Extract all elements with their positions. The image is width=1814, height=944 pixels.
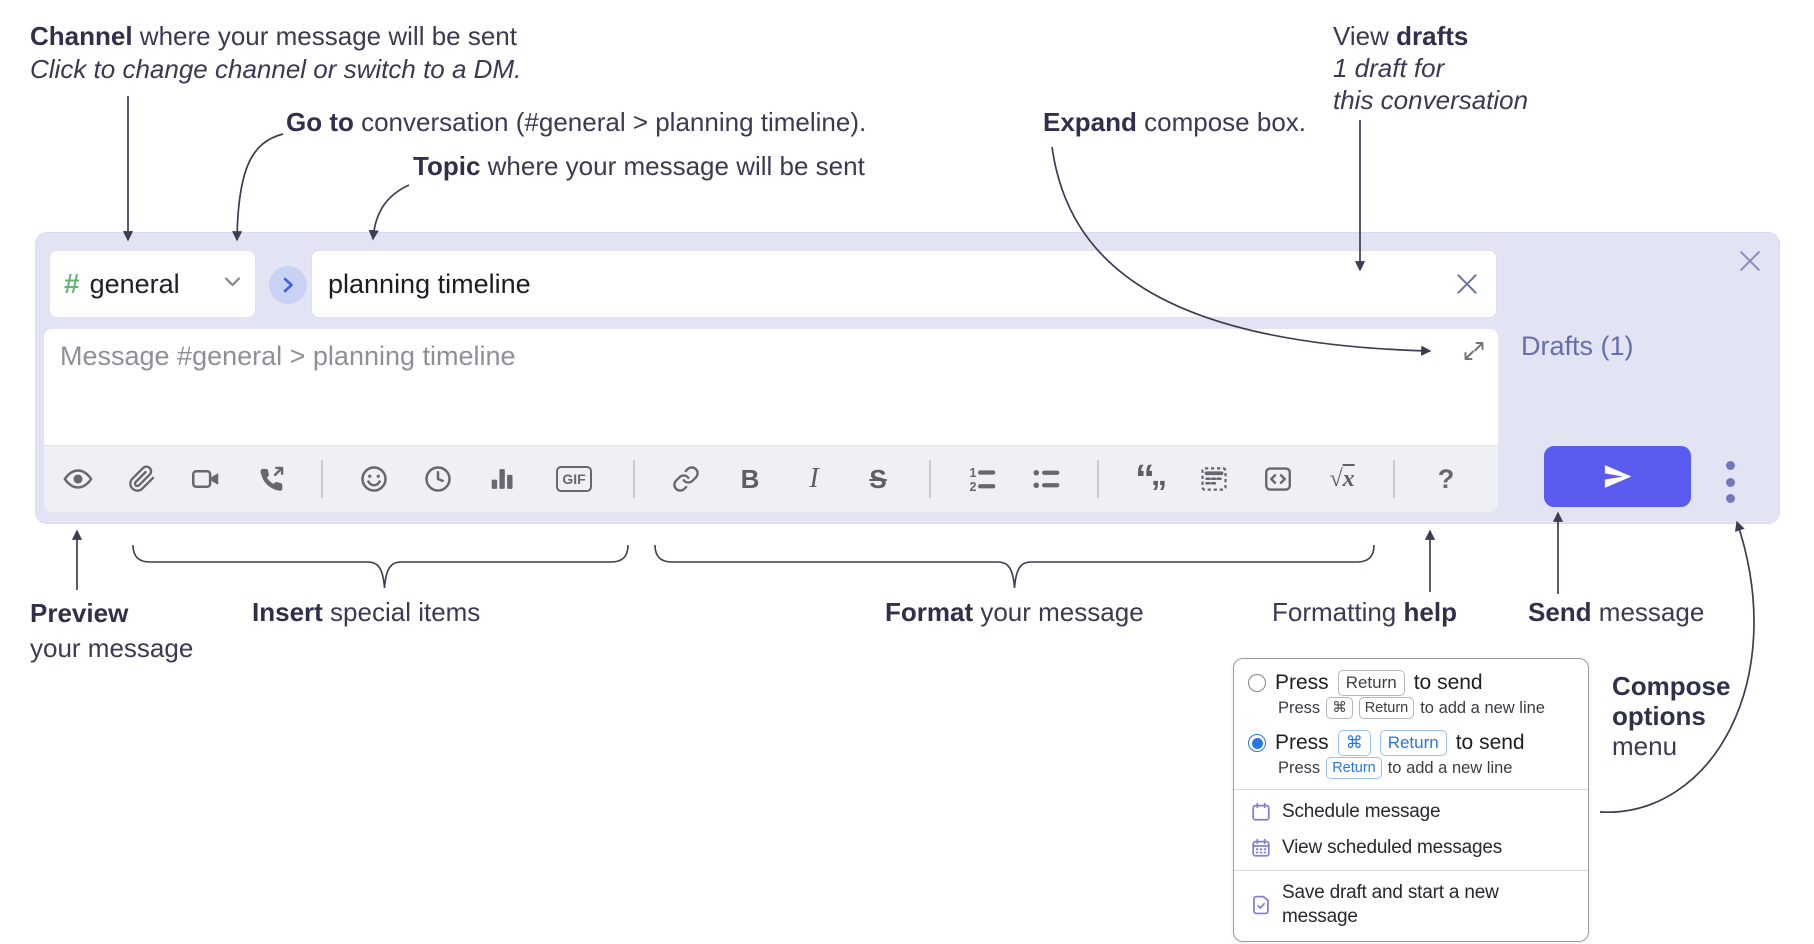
compose-options-popup: Press Return to send Press ⌘ Return to a…: [1233, 658, 1589, 942]
radio-unselected[interactable]: [1248, 674, 1266, 692]
popup-divider: [1234, 789, 1588, 790]
calendar-icon: [1252, 802, 1270, 821]
format-annotation: Format your message: [885, 597, 1144, 627]
dot: [1725, 461, 1735, 470]
save-draft-item[interactable]: Save draft and start a new message: [1234, 875, 1588, 935]
strikethrough-icon[interactable]: S: [869, 463, 887, 494]
expand-compose-button[interactable]: [1462, 339, 1486, 363]
quote-close: „: [1151, 456, 1167, 492]
toolbar-divider: [1097, 460, 1099, 498]
channel-annotation: Channel where your message will be sent …: [30, 21, 522, 84]
time-icon[interactable]: [423, 464, 453, 494]
close-compose-button[interactable]: [1735, 246, 1765, 276]
popup-divider: [1234, 870, 1588, 871]
channel-hash-icon: #: [64, 268, 80, 299]
compose-options-annotation: Compose options menu: [1612, 671, 1731, 761]
close-icon: [1457, 274, 1477, 294]
insert-annotation: Insert special items: [252, 597, 481, 627]
voice-call-icon[interactable]: [255, 464, 285, 494]
cmd-enter-sends-option-sub: Press Return to add a new line: [1278, 757, 1513, 779]
cmd-enter-sends-option[interactable]: Press ⌘ Return to send: [1234, 725, 1588, 757]
chevron-right-icon: [283, 277, 293, 293]
expand-diagonal-icon: [1464, 342, 1484, 360]
topic-input-container: [311, 250, 1497, 318]
quote-open: “: [1135, 457, 1155, 501]
key-return: Return: [1326, 757, 1382, 779]
topic-clear-button[interactable]: [1450, 267, 1484, 301]
send-paper-plane-icon: [1604, 465, 1632, 488]
link-icon[interactable]: [671, 464, 701, 494]
sqrt-sign: √: [1329, 465, 1343, 492]
preview-annotation: Preview your message: [30, 598, 194, 663]
quote-icon[interactable]: “ „: [1135, 456, 1167, 501]
key-return: Return: [1337, 670, 1405, 696]
drafts-link[interactable]: Drafts (1): [1521, 331, 1634, 361]
topic-annotation: Topic where your message will be sent: [413, 151, 865, 181]
compose-box: # general: [35, 232, 1780, 524]
video-call-icon[interactable]: [191, 464, 221, 494]
message-box: GIF B I S 12 “ „: [44, 329, 1498, 512]
gif-icon[interactable]: GIF: [551, 464, 597, 494]
toolbar-divider: [321, 460, 323, 498]
key-cmd: ⌘: [1337, 730, 1371, 756]
code-icon[interactable]: [1263, 464, 1293, 494]
enter-sends-option[interactable]: Press Return to send: [1234, 665, 1588, 697]
bold-icon[interactable]: B: [740, 463, 760, 494]
bulleted-list-icon[interactable]: [1031, 464, 1061, 494]
message-input[interactable]: [44, 329, 1498, 445]
gif-label: GIF: [556, 466, 592, 492]
draft-save-icon: [1253, 895, 1269, 915]
close-icon: [1740, 251, 1760, 271]
svg-text:2: 2: [970, 480, 977, 494]
dot: [1725, 494, 1735, 503]
go-to-conversation-button[interactable]: [269, 266, 307, 304]
key-return: Return: [1358, 697, 1415, 719]
toolbar-divider: [929, 460, 931, 498]
compose-options-menu-button[interactable]: [1717, 461, 1743, 503]
radio-selected[interactable]: [1248, 734, 1266, 752]
svg-text:1: 1: [970, 466, 977, 480]
schedule-message-item[interactable]: Schedule message: [1234, 794, 1588, 830]
attach-paperclip-icon[interactable]: [127, 464, 157, 494]
channel-selector[interactable]: # general: [49, 250, 256, 318]
dot: [1725, 477, 1735, 487]
expand-annotation: Expand compose box.: [1043, 107, 1307, 137]
calendar-grid-icon: [1252, 838, 1270, 857]
toolbar-divider: [1393, 460, 1395, 498]
send-annotation: Send message: [1528, 597, 1705, 627]
chevron-down-icon: [224, 275, 241, 293]
math-var: x: [1342, 465, 1355, 492]
formatting-help-annotation: Formatting help: [1272, 597, 1457, 627]
formatting-help-icon[interactable]: ?: [1437, 463, 1455, 494]
italic-icon[interactable]: I: [809, 463, 819, 494]
spoiler-icon[interactable]: [1199, 464, 1229, 494]
topic-input[interactable]: [312, 268, 1450, 300]
enter-sends-option-sub: Press ⌘ Return to add a new line: [1278, 697, 1545, 719]
key-return: Return: [1379, 730, 1447, 756]
math-icon[interactable]: √x: [1327, 464, 1357, 494]
preview-eye-icon[interactable]: [63, 464, 93, 494]
toolbar-divider: [633, 460, 635, 498]
view-drafts-annotation: View drafts 1 draft for this conversatio…: [1333, 21, 1529, 115]
goto-annotation: Go to conversation (#general > planning …: [286, 107, 867, 137]
view-scheduled-messages-item[interactable]: View scheduled messages: [1234, 830, 1588, 866]
key-cmd: ⌘: [1326, 697, 1353, 719]
poll-icon[interactable]: [487, 464, 517, 494]
channel-name: general: [89, 268, 180, 299]
send-button[interactable]: [1544, 446, 1691, 507]
emoji-icon[interactable]: [359, 464, 389, 494]
